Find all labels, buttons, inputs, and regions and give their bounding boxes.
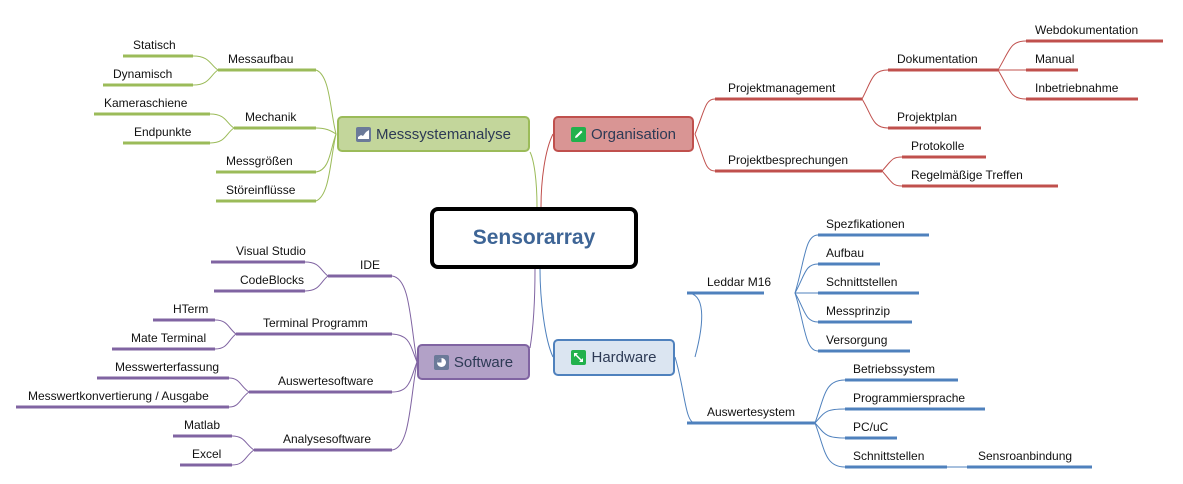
connector-center-hardware [539, 268, 554, 358]
topic-label: Messsystemanalyse [375, 125, 512, 143]
topic-label: Hardware [591, 349, 657, 366]
node-programmiersprache[interactable]: Programmiersprache [853, 391, 966, 405]
node-excel[interactable]: Excel [192, 447, 222, 461]
connector-sw-terminal [391, 333, 418, 363]
connector-org-projektbesprechungen [694, 133, 716, 172]
pencil-icon [570, 126, 586, 142]
topic-software[interactable]: Software [417, 344, 530, 380]
connector-ausw-pcuc [814, 422, 846, 439]
connector-term-hterm [214, 319, 237, 335]
connector-pm-dokumentation [861, 69, 889, 100]
node-kameraschiene[interactable]: Kameraschiene [104, 96, 188, 110]
node-manual[interactable]: Manual [1035, 52, 1075, 66]
node-matlab[interactable]: Matlab [184, 418, 221, 432]
node-schnittstellen-auswertesystem[interactable]: Schnittstellen [853, 449, 925, 463]
node-regelmaessige-treffen[interactable]: Regelmäßige Treffen [911, 168, 1023, 182]
connector-ausw-schnittstellen [814, 422, 846, 468]
node-ide[interactable]: IDE [360, 258, 381, 272]
connector-analyse-matlab [231, 435, 255, 451]
node-schnittstellen-leddar[interactable]: Schnittstellen [826, 275, 898, 289]
connector-mechanik-endpunkte [209, 127, 235, 144]
pie-chart-icon [433, 354, 449, 370]
connector-leddar-messprinzip [794, 292, 819, 323]
node-dynamisch[interactable]: Dynamisch [113, 67, 173, 81]
connector-messaufbau-dynamisch [192, 69, 219, 86]
topic-messsystemanalyse[interactable]: Messsystemanalyse [337, 116, 530, 152]
connector-sw-ide [391, 275, 418, 363]
node-endpunkte[interactable]: Endpunkte [134, 125, 192, 139]
central-topic[interactable]: Sensorarray [430, 207, 638, 269]
connector-center-software [529, 268, 536, 349]
node-messwertkonvertierung[interactable]: Messwertkonvertierung / Ausgabe [28, 389, 209, 403]
connector-pb-protokolle [881, 156, 903, 172]
connector-ausw-betriebssystem [814, 379, 846, 424]
node-projektbesprechungen[interactable]: Projektbesprechungen [728, 153, 849, 167]
node-messprinzip[interactable]: Messprinzip [826, 304, 891, 318]
connector-pm-projektplan [861, 98, 889, 129]
chart-icon [355, 126, 371, 142]
topic-label: Software [453, 353, 514, 371]
node-messaufbau[interactable]: Messaufbau [228, 52, 294, 66]
connector-sw-analysesoftware [391, 361, 418, 451]
topic-hardware[interactable]: Hardware [553, 339, 675, 376]
node-stoereinfluesse[interactable]: Störeinflüsse [226, 183, 296, 197]
node-auswertesystem[interactable]: Auswertesystem [707, 405, 796, 419]
connector-ausw-konvertierung [228, 391, 250, 408]
node-projektmanagement[interactable]: Projektmanagement [728, 81, 836, 95]
connector-analyse-excel [231, 449, 255, 466]
topic-organisation[interactable]: Organisation [553, 116, 694, 152]
connector-leddar-spez [794, 234, 819, 294]
connector-pb-regelmaessige [881, 170, 903, 187]
central-topic-label: Sensorarray [472, 226, 596, 249]
node-pcuc[interactable]: PC/uC [853, 420, 889, 434]
connector-center-organisation [540, 133, 554, 208]
node-inbetriebnahme[interactable]: Inbetriebnahme [1035, 81, 1119, 95]
node-hterm[interactable]: HTerm [173, 302, 209, 316]
connector-org-projektmanagement [694, 98, 716, 135]
connector-dok-webdokumentation [997, 40, 1027, 71]
node-visual-studio[interactable]: Visual Studio [236, 244, 306, 258]
resize-arrows-icon [571, 350, 587, 365]
connector-ausw-messwerterfassung [228, 377, 250, 393]
connector-msa-messaufbau [315, 69, 337, 135]
node-terminal-programm[interactable]: Terminal Programm [263, 316, 368, 330]
connector-ausw-programmiersprache [814, 408, 846, 424]
node-messwerterfassung[interactable]: Messwerterfassung [115, 360, 220, 374]
node-auswertesoftware[interactable]: Auswertesoftware [278, 374, 374, 388]
connector-sw-auswertesoftware [391, 361, 418, 393]
connector-leddar-versorgung [794, 292, 819, 352]
node-versorgung[interactable]: Versorgung [826, 333, 888, 347]
node-messgroessen[interactable]: Messgrößen [226, 154, 293, 168]
node-mechanik[interactable]: Mechanik [245, 110, 297, 124]
node-dokumentation[interactable]: Dokumentation [897, 52, 978, 66]
node-analysesoftware[interactable]: Analysesoftware [283, 432, 372, 446]
connector-messaufbau-statisch [192, 55, 219, 71]
node-mate-terminal[interactable]: Mate Terminal [131, 331, 207, 345]
connector-hw-auswertesystem [674, 356, 696, 424]
node-webdokumentation[interactable]: Webdokumentation [1035, 23, 1139, 37]
node-codeblocks[interactable]: CodeBlocks [240, 273, 305, 287]
connector-msa-mechanik [315, 127, 337, 135]
node-leddar-m16[interactable]: Leddar M16 [707, 275, 772, 289]
node-betriebssystem[interactable]: Betriebssystem [853, 362, 936, 376]
topic-label: Organisation [590, 125, 677, 143]
connector-mechanik-kameraschiene [209, 113, 235, 129]
connector-leddar-aufbau [794, 263, 819, 294]
node-sensroanbindung[interactable]: Sensroanbindung [978, 449, 1073, 463]
connector-term-mate [214, 333, 237, 350]
node-protokolle[interactable]: Protokolle [911, 139, 965, 153]
node-projektplan[interactable]: Projektplan [897, 110, 958, 124]
node-statisch[interactable]: Statisch [133, 38, 176, 52]
connector-dok-inbetriebnahme [997, 69, 1027, 100]
connector-hw-leddar [686, 292, 703, 358]
node-aufbau[interactable]: Aufbau [826, 246, 865, 260]
node-spezfikationen[interactable]: Spezfikationen [826, 217, 905, 231]
connector-center-messsystemanalyse [529, 151, 538, 208]
connector-msa-stoereinfluesse [315, 133, 337, 202]
connector-ide-cb [304, 275, 329, 292]
connector-ide-vs [304, 261, 329, 277]
